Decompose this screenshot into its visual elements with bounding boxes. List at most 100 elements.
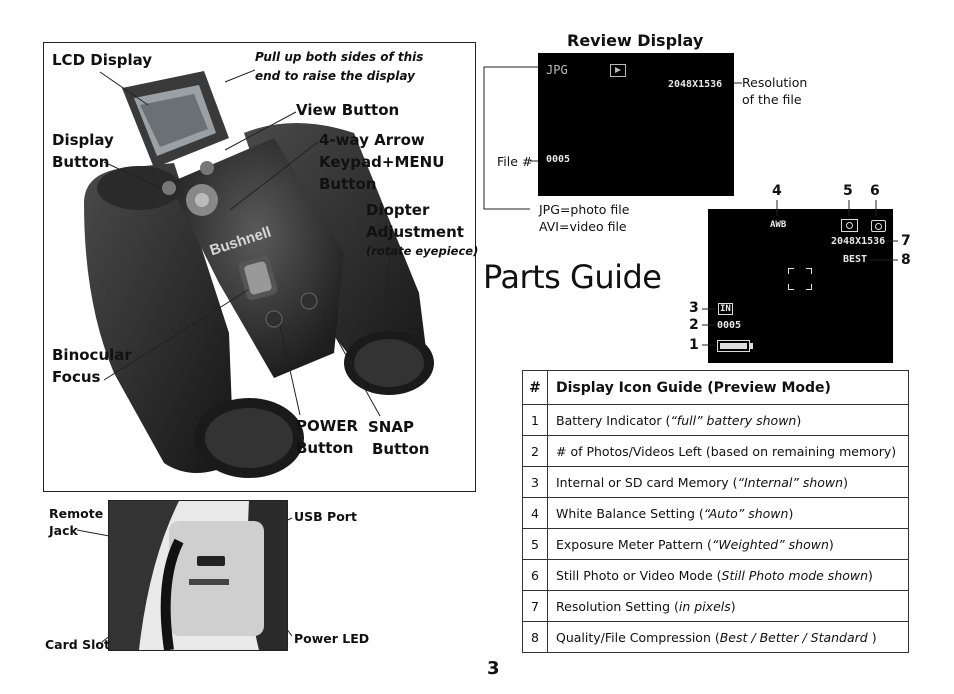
description-tail: ) [828, 536, 834, 552]
arrow-keypad-label-line3: Button [319, 175, 377, 193]
format-label-line1: JPG=photo file [539, 202, 630, 217]
description-text: Internal or SD card Memory ( [556, 474, 738, 490]
description-text: # of Photos/Videos Left (based on remain… [556, 443, 897, 459]
pull-up-note-line2: end to raise the display [255, 69, 415, 83]
page-number: 3 [487, 658, 500, 679]
marker-6: 6 [870, 183, 880, 199]
table-cell-number: 8 [522, 621, 548, 653]
format-label-line2: AVI=video file [539, 219, 627, 234]
table-cell-description: Still Photo or Video Mode (Still Photo m… [547, 559, 909, 591]
review-resolution-text: 2048X1536 [668, 79, 723, 90]
table-cell-description: Battery Indicator (“full” battery shown) [547, 404, 909, 436]
description-note: “Weighted” shown [711, 536, 829, 552]
description-note: “Internal” shown [737, 474, 844, 490]
resolution-label-line2: of the file [742, 92, 802, 107]
description-tail: ) [868, 567, 873, 583]
marker-7: 7 [901, 233, 911, 249]
usb-port-image [109, 501, 287, 650]
power-led-label: Power LED [294, 631, 370, 646]
review-format-text: JPG [546, 63, 568, 77]
table-header-title: Display Icon Guide (Preview Mode) [547, 370, 909, 405]
snap-button-label-line1: SNAP [368, 418, 414, 436]
preview-resolution-text: 2048X1536 [831, 236, 886, 247]
table-cell-number: 7 [522, 590, 548, 622]
table-cell-number: 5 [522, 528, 548, 560]
camera-mode-icon [871, 220, 886, 232]
table-row: 5 Exposure Meter Pattern (“Weighted” show… [522, 528, 909, 560]
snap-button-label-line2: Button [372, 440, 430, 458]
table-cell-description: # of Photos/Videos Left (based on remain… [547, 435, 909, 467]
description-text: Quality/File Compression ( [556, 629, 720, 645]
binocular-focus-label-line1: Binocular [52, 346, 132, 364]
focus-frame-icon [788, 268, 812, 290]
description-note: “Auto” shown [703, 505, 789, 521]
description-text: Resolution Setting ( [556, 598, 679, 614]
table-cell-description: Internal or SD card Memory (“Internal” s… [547, 466, 909, 498]
battery-icon [717, 340, 753, 352]
table-cell-number: 6 [522, 559, 548, 591]
description-note: in pixels [678, 598, 731, 614]
card-slot-label: Card Slot [45, 637, 110, 652]
description-text: Exposure Meter Pattern ( [556, 536, 712, 552]
description-text: Still Photo or Video Mode ( [556, 567, 722, 583]
description-tail: ) [788, 505, 794, 521]
description-text: White Balance Setting ( [556, 505, 704, 521]
remote-jack-label-line1: Remote [49, 506, 104, 521]
marker-5: 5 [843, 183, 853, 199]
table-row: 4 White Balance Setting (“Auto” shown) [522, 497, 909, 529]
internal-memory-icon: IN [718, 303, 733, 315]
arrow-keypad-label-line2: Keypad+MENU [319, 153, 445, 171]
description-text: Battery Indicator ( [556, 412, 671, 428]
description-note: Still Photo mode shown [721, 567, 869, 583]
white-balance-icon: AWB [770, 220, 787, 230]
binocular-focus-label-line2: Focus [52, 368, 101, 386]
marker-3: 3 [689, 300, 699, 316]
file-number-label: File # [497, 154, 533, 169]
review-file-number-text: 0005 [546, 154, 571, 165]
lcd-display-label: LCD Display [52, 51, 153, 69]
description-note: Best / Better / Standard [719, 629, 868, 645]
marker-2: 2 [689, 317, 699, 333]
power-button-label-line1: POWER [296, 417, 359, 435]
remote-jack-label-line2: Jack [49, 523, 78, 538]
table-cell-number: 4 [522, 497, 548, 529]
exposure-meter-icon [841, 219, 858, 232]
preview-display-screen: AWB 2048X1536 BEST IN 0005 [708, 209, 893, 363]
description-tail: ) [843, 474, 848, 490]
usb-port-photo-frame [108, 500, 288, 651]
view-button-label: View Button [296, 101, 400, 119]
table-cell-number: 3 [522, 466, 548, 498]
description-tail: ) [867, 629, 877, 645]
description-note: “full” battery shown [670, 412, 797, 428]
diopter-label-line1: Diopter [366, 201, 430, 219]
arrow-keypad-label-line1: 4-way Arrow [319, 131, 425, 149]
binocular-image: Bushnell [84, 71, 434, 478]
diopter-label-line2: Adjustment [366, 223, 464, 241]
table-cell-number: 1 [522, 404, 548, 436]
display-button-label-line2: Button [52, 153, 110, 171]
display-button-label-line1: Display [52, 131, 114, 149]
page-title: Parts Guide [483, 258, 662, 296]
table-header-row: # Display Icon Guide (Preview Mode) [522, 370, 909, 405]
table-row: 2# of Photos/Videos Left (based on remai… [522, 435, 909, 467]
marker-8: 8 [901, 252, 911, 268]
table-cell-description: Resolution Setting (in pixels) [547, 590, 909, 622]
table-cell-description: Quality/File Compression (Best / Better … [547, 621, 909, 653]
description-tail: ) [796, 412, 802, 428]
table-header-number: # [522, 370, 548, 405]
marker-1: 1 [689, 337, 699, 353]
marker-4: 4 [772, 183, 782, 199]
resolution-label-line1: Resolution [742, 75, 808, 90]
preview-quality-text: BEST [843, 254, 868, 265]
play-icon [610, 64, 626, 77]
pull-up-note-line1: Pull up both sides of this [255, 50, 424, 64]
preview-count-text: 0005 [717, 320, 742, 331]
